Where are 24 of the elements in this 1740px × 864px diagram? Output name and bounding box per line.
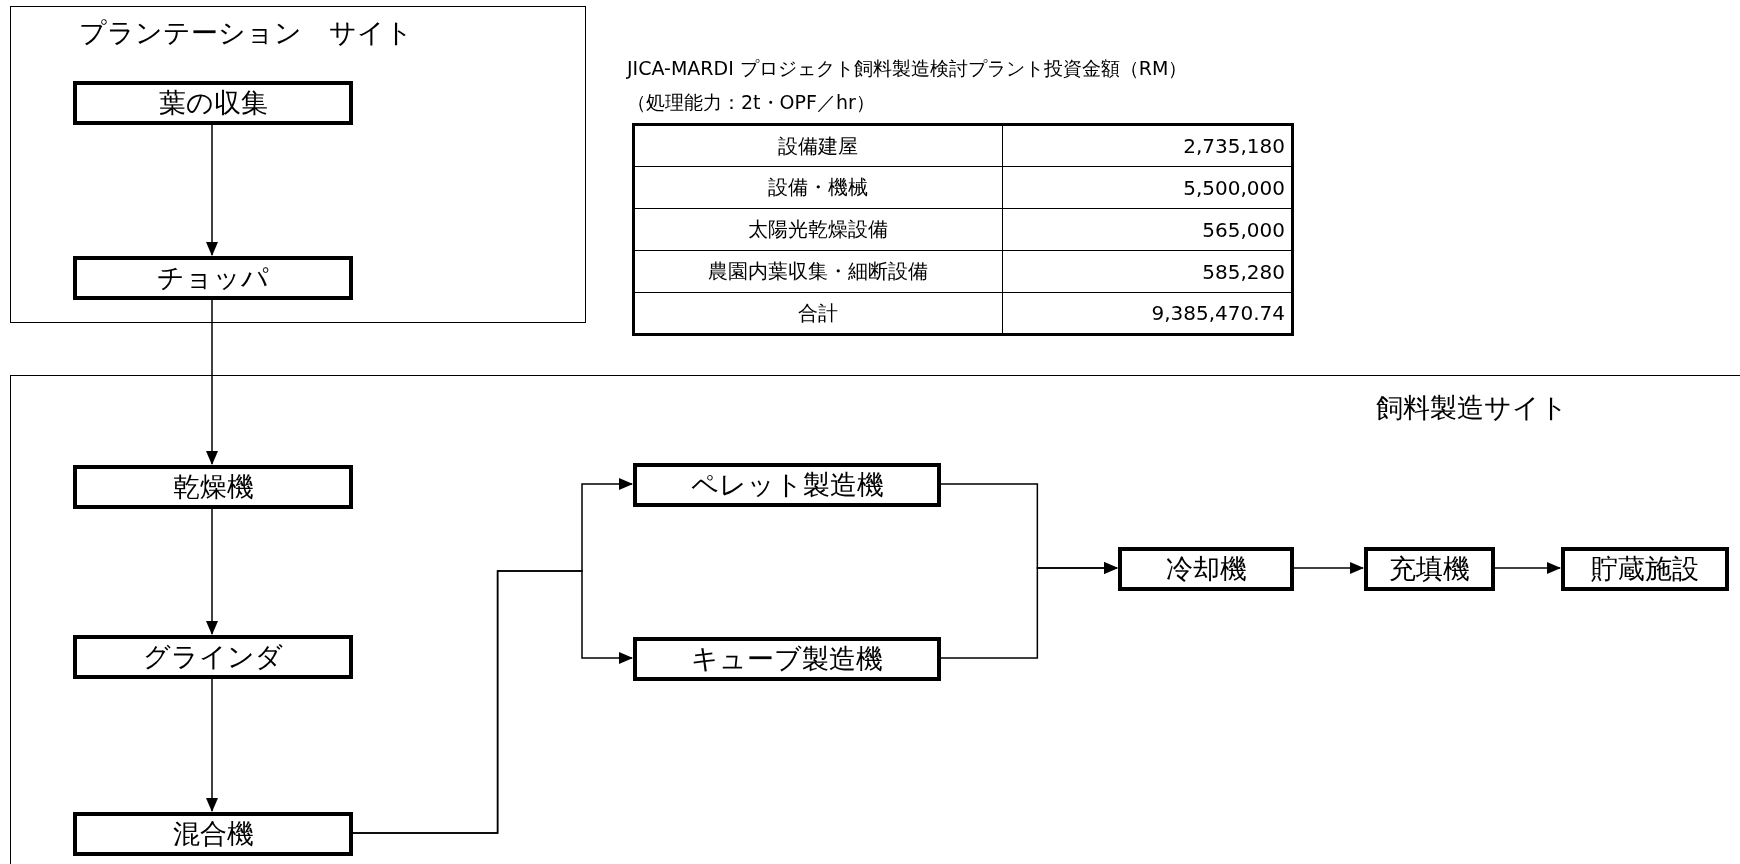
process-box: チョッパ — [73, 256, 353, 300]
process-box: 充填機 — [1364, 547, 1495, 591]
site-title: プランテーション サイト — [79, 16, 413, 50]
process-box: 混合機 — [73, 812, 353, 856]
site-frame — [10, 6, 586, 323]
process-box: 乾燥機 — [73, 465, 353, 509]
arrow — [206, 507, 218, 635]
arrow — [206, 123, 218, 256]
arrow — [206, 298, 218, 465]
process-box: キューブ製造機 — [633, 637, 941, 681]
table-cell: 設備建屋 — [633, 124, 1003, 167]
process-box: グラインダ — [73, 635, 353, 679]
table-heading: JICA-MARDI プロジェクト飼料製造検討プラント投資金額（RM） — [627, 56, 1188, 81]
table-cell: 農園内葉収集・細断設備 — [633, 250, 1003, 293]
site-title: 飼料製造サイト — [1376, 391, 1568, 425]
arrow — [206, 677, 218, 812]
process-box: 葉の収集 — [73, 81, 353, 125]
table-cell: 太陽光乾燥設備 — [633, 208, 1003, 251]
table-cell: 設備・機械 — [633, 166, 1003, 209]
process-box: 貯蔵施設 — [1561, 547, 1729, 591]
process-box: ペレット製造機 — [633, 463, 941, 507]
process-box: 冷却機 — [1118, 547, 1294, 591]
table-heading: （処理能力：2t・OPF／hr） — [627, 90, 875, 115]
site-frame — [10, 375, 1740, 864]
